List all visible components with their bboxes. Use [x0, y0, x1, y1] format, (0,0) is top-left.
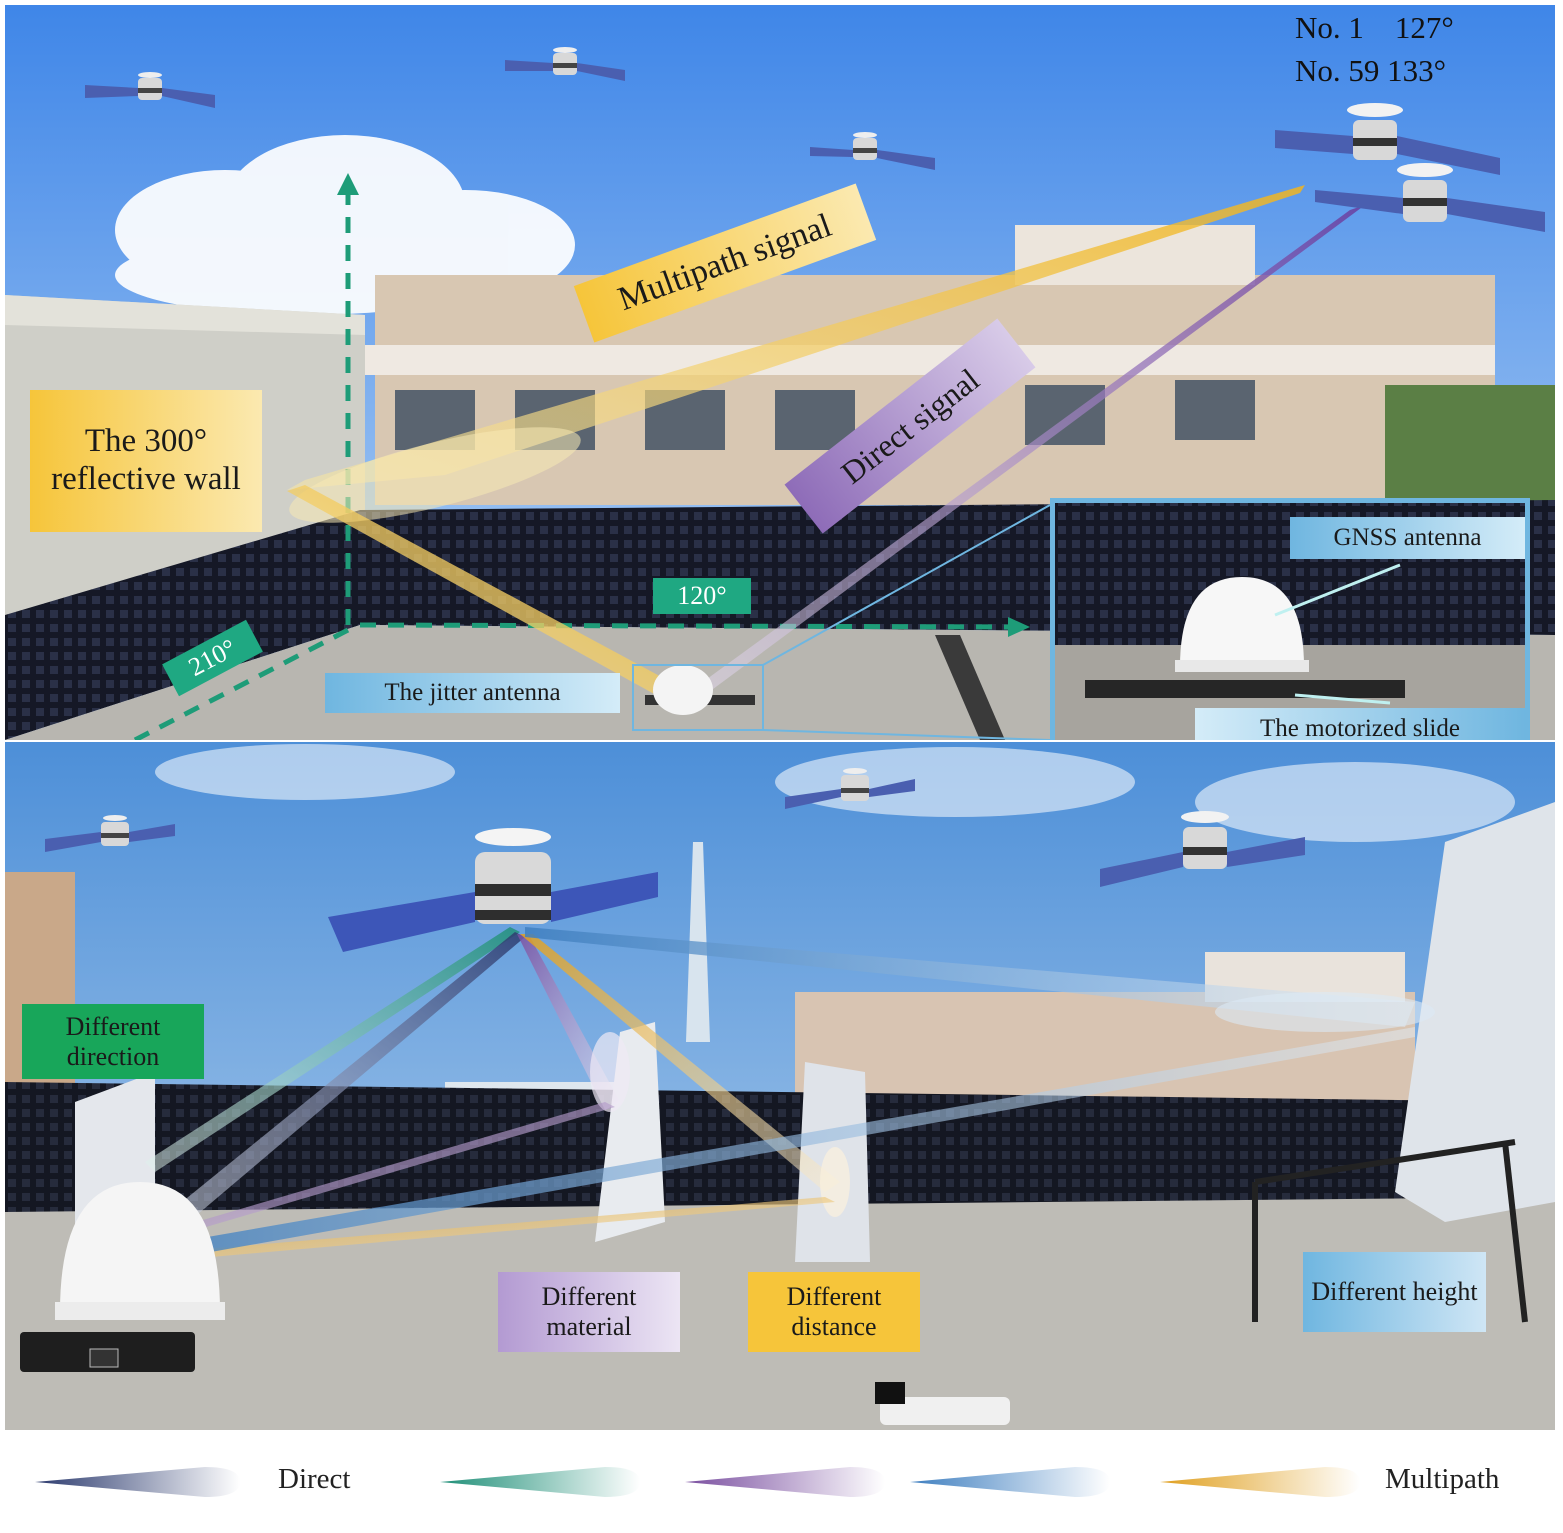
legend-direct-label: Direct	[278, 1463, 351, 1495]
satellite-icon	[328, 828, 658, 952]
angle-120-label: 120°	[653, 578, 751, 614]
satellite-icon	[1100, 811, 1305, 887]
direct-beam	[685, 205, 1365, 695]
gnss-antenna-dome	[60, 1182, 220, 1312]
legend-multipath-label: Multipath	[1385, 1463, 1500, 1495]
legend-swatch-green	[440, 1467, 640, 1497]
reflector-panel	[595, 1022, 665, 1242]
legend-swatch-navy	[35, 1467, 240, 1497]
motorized-slide-label: The motorized slide	[1195, 708, 1525, 740]
satellite-icon	[85, 72, 215, 108]
different-distance-label: Different distance	[748, 1272, 920, 1352]
dashed-axis	[133, 190, 1016, 740]
chair	[1252, 1139, 1528, 1323]
reflector-panel	[1395, 802, 1555, 1222]
satellite-icon	[45, 815, 175, 852]
legend-swatch-purple	[685, 1467, 885, 1497]
different-height-label: Different height	[1303, 1252, 1486, 1332]
jitter-antenna-label: The jitter antenna	[325, 673, 620, 713]
bottom-photo-panel: Different direction Different material D…	[5, 742, 1555, 1430]
satellite-icon	[1275, 103, 1500, 175]
top-photo-panel: No. 1 127° No. 59 133° The 300° reflecti…	[5, 5, 1555, 740]
satellite-icon	[810, 132, 935, 170]
elevation-no59: No. 59 133°	[1295, 53, 1447, 88]
legend-swatch-blue	[910, 1467, 1110, 1497]
multipath-beam-out	[287, 485, 695, 700]
different-direction-label: Different direction	[22, 1004, 204, 1079]
legend-swatch-gold	[1160, 1467, 1360, 1497]
gnss-antenna-label: GNSS antenna	[1290, 517, 1525, 559]
reflective-wall-label: The 300° reflective wall	[30, 390, 262, 532]
satellite-icon	[785, 768, 915, 809]
elevation-no1: No. 1 127°	[1295, 10, 1454, 45]
multipath-beam-in	[287, 185, 1305, 490]
different-material-label: Different material	[498, 1272, 680, 1352]
cloud	[115, 135, 575, 315]
satellite-icon	[505, 47, 625, 81]
satellite-icon	[1315, 163, 1545, 232]
signal-legend	[35, 1467, 1360, 1497]
